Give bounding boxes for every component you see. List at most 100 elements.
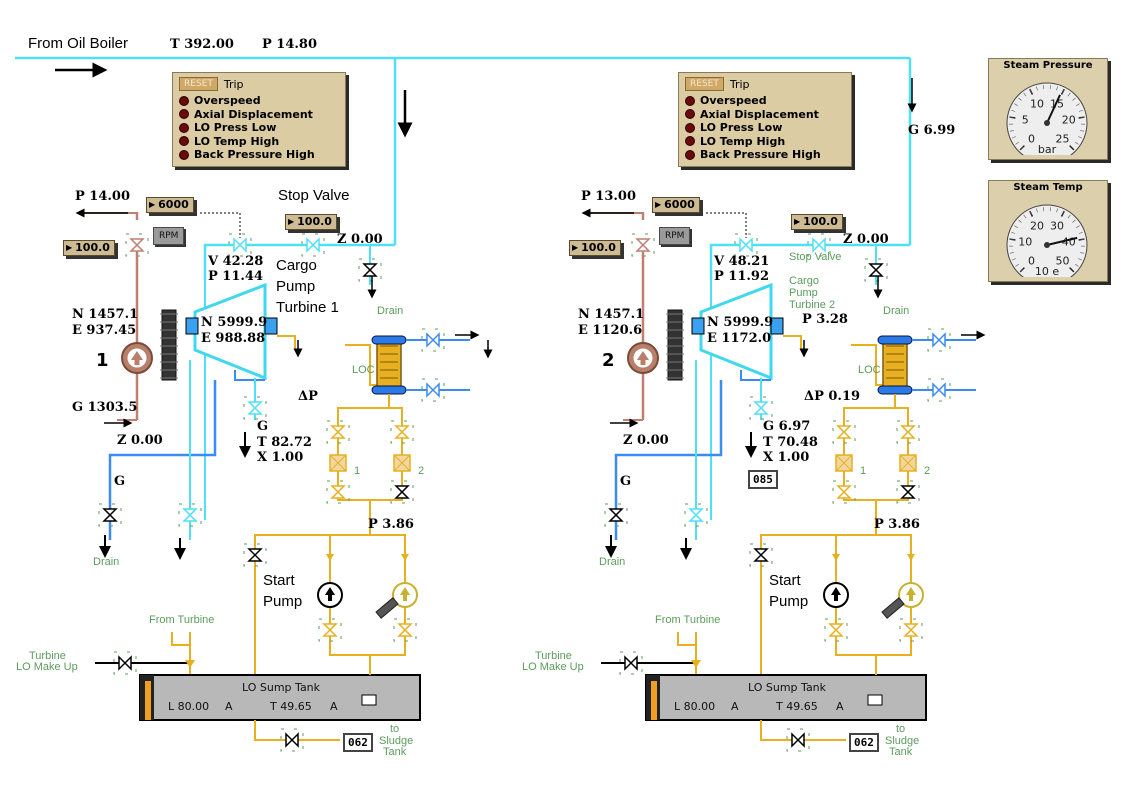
- unit-number: 2: [602, 350, 615, 371]
- rpm-setpoint-box[interactable]: ▶6000: [652, 197, 700, 213]
- valve-icon[interactable]: [393, 618, 417, 642]
- gauge-minor-tick: [1067, 92, 1071, 97]
- gauge-minor-tick: [1076, 225, 1080, 228]
- exhaust-quality: X 1.00: [257, 450, 304, 465]
- valve-icon[interactable]: [896, 420, 920, 444]
- rpm-button[interactable]: RPM: [659, 227, 691, 245]
- check-valve-icon: [832, 554, 840, 561]
- valve-icon[interactable]: [318, 618, 342, 642]
- turbine-inlet-pressure: P 11.92: [714, 269, 770, 284]
- drain-flow: G: [620, 474, 632, 489]
- valve-icon[interactable]: [113, 651, 137, 675]
- valve-icon[interactable]: [390, 420, 414, 444]
- gauge-title: Steam Temp: [1013, 182, 1083, 193]
- valve-icon[interactable]: [749, 543, 773, 567]
- valve-icon[interactable]: [301, 233, 325, 257]
- gauge-minor-tick: [1078, 109, 1083, 112]
- valve-icon[interactable]: [786, 728, 810, 752]
- valve-icon[interactable]: [228, 233, 252, 257]
- turbine-speed: N 5999.9: [707, 315, 774, 330]
- valve-icon[interactable]: [358, 258, 382, 282]
- tank-outlet-icon: [361, 694, 377, 706]
- lo-filter-pressure: P 3.86: [874, 517, 920, 532]
- gauge-minor-tick: [1014, 103, 1018, 106]
- valve-icon[interactable]: [899, 618, 923, 642]
- gauge-minor-tick: [1078, 231, 1083, 234]
- gauge-minor-tick: [1014, 225, 1018, 228]
- gauge-minor-tick: [1011, 109, 1016, 112]
- gauge-minor-tick: [1062, 89, 1065, 93]
- setpoint-value: 6000: [664, 198, 695, 211]
- gauge-tick-label: 40: [1062, 236, 1076, 249]
- valve-icon[interactable]: [604, 503, 628, 527]
- gauge-tick: [1069, 267, 1075, 273]
- lo-cooler-icon: [376, 339, 402, 391]
- valve-icon[interactable]: [390, 480, 414, 504]
- gauge-minor-tick: [1078, 258, 1082, 261]
- valve-icon[interactable]: [98, 503, 122, 527]
- check-valve-icon: [907, 554, 915, 561]
- valve-icon[interactable]: [927, 328, 951, 352]
- pump-valve-setpoint-box[interactable]: ▶100.0: [63, 240, 115, 256]
- indicator-light-icon: [179, 109, 189, 120]
- valve-icon[interactable]: [749, 396, 773, 420]
- sludge-tank-link[interactable]: 062: [849, 733, 879, 752]
- play-icon: ▶: [288, 217, 295, 226]
- gauge-minor-tick: [1080, 116, 1085, 118]
- rpm-setpoint-box[interactable]: ▶6000: [146, 197, 194, 213]
- reset-button[interactable]: RESET: [179, 77, 218, 91]
- lo-filter-pressure: P 3.86: [368, 517, 414, 532]
- gauge-tick-label: 50: [1056, 255, 1070, 268]
- turbine-name-label: Turbine 2: [789, 299, 836, 311]
- trip-indicator: Back Pressure High: [685, 148, 845, 162]
- turbine-name-label: Cargo: [789, 275, 819, 287]
- gauge-needle: [1046, 94, 1061, 124]
- setpoint-value: 100.0: [75, 241, 110, 254]
- steam-header: [15, 56, 912, 245]
- reset-button[interactable]: RESET: [685, 77, 724, 91]
- play-icon: ▶: [794, 217, 801, 226]
- valve-icon[interactable]: [619, 651, 643, 675]
- pump-speed: N 1457.1: [578, 307, 645, 322]
- play-icon: ▶: [655, 200, 662, 209]
- exhaust-link-box[interactable]: 085: [748, 470, 778, 489]
- valve-icon[interactable]: [684, 503, 708, 527]
- valve-icon[interactable]: [421, 378, 445, 402]
- turbine-energy: E 988.88: [201, 331, 266, 346]
- valve-icon[interactable]: [326, 420, 350, 444]
- pump-valve-setpoint-box[interactable]: ▶100.0: [569, 240, 621, 256]
- valve-icon[interactable]: [734, 233, 758, 257]
- sludge-tank-link[interactable]: 062: [343, 733, 373, 752]
- control-valve-position: V 48.21: [714, 254, 770, 269]
- gauge-minor-tick: [1036, 86, 1038, 91]
- stop-valve-label: Stop Valve: [278, 187, 350, 204]
- start-pump-label: Start: [769, 572, 801, 589]
- valve-icon[interactable]: [243, 543, 267, 567]
- indicator-light-icon: [685, 109, 695, 120]
- valve-icon[interactable]: [864, 258, 888, 282]
- valve-icon[interactable]: [832, 420, 856, 444]
- stop-valve-setpoint-box[interactable]: ▶100.0: [791, 214, 843, 230]
- valve-icon[interactable]: [631, 233, 655, 257]
- valve-icon[interactable]: [243, 396, 267, 420]
- gauge-tick-label: 20: [1062, 114, 1076, 127]
- gauge-minor-tick: [1080, 130, 1085, 132]
- rpm-button[interactable]: RPM: [153, 227, 185, 245]
- valve-icon[interactable]: [807, 233, 831, 257]
- lo-cooler-pressure: P 3.28: [802, 312, 848, 327]
- valve-icon[interactable]: [326, 480, 350, 504]
- gauge-tick-label: 0: [1028, 133, 1035, 146]
- makeup-label: Turbine: [535, 650, 572, 662]
- trip-indicator: Overspeed: [685, 94, 845, 108]
- check-valve-icon: [326, 554, 334, 561]
- valve-icon[interactable]: [280, 728, 304, 752]
- valve-icon[interactable]: [832, 480, 856, 504]
- stop-valve-setpoint-box[interactable]: ▶100.0: [285, 214, 337, 230]
- valve-icon[interactable]: [896, 480, 920, 504]
- valve-icon[interactable]: [125, 233, 149, 257]
- sludge-tank-label: Tank: [383, 746, 407, 758]
- valve-icon[interactable]: [927, 378, 951, 402]
- valve-icon[interactable]: [421, 328, 445, 352]
- valve-icon[interactable]: [824, 618, 848, 642]
- valve-icon[interactable]: [178, 503, 202, 527]
